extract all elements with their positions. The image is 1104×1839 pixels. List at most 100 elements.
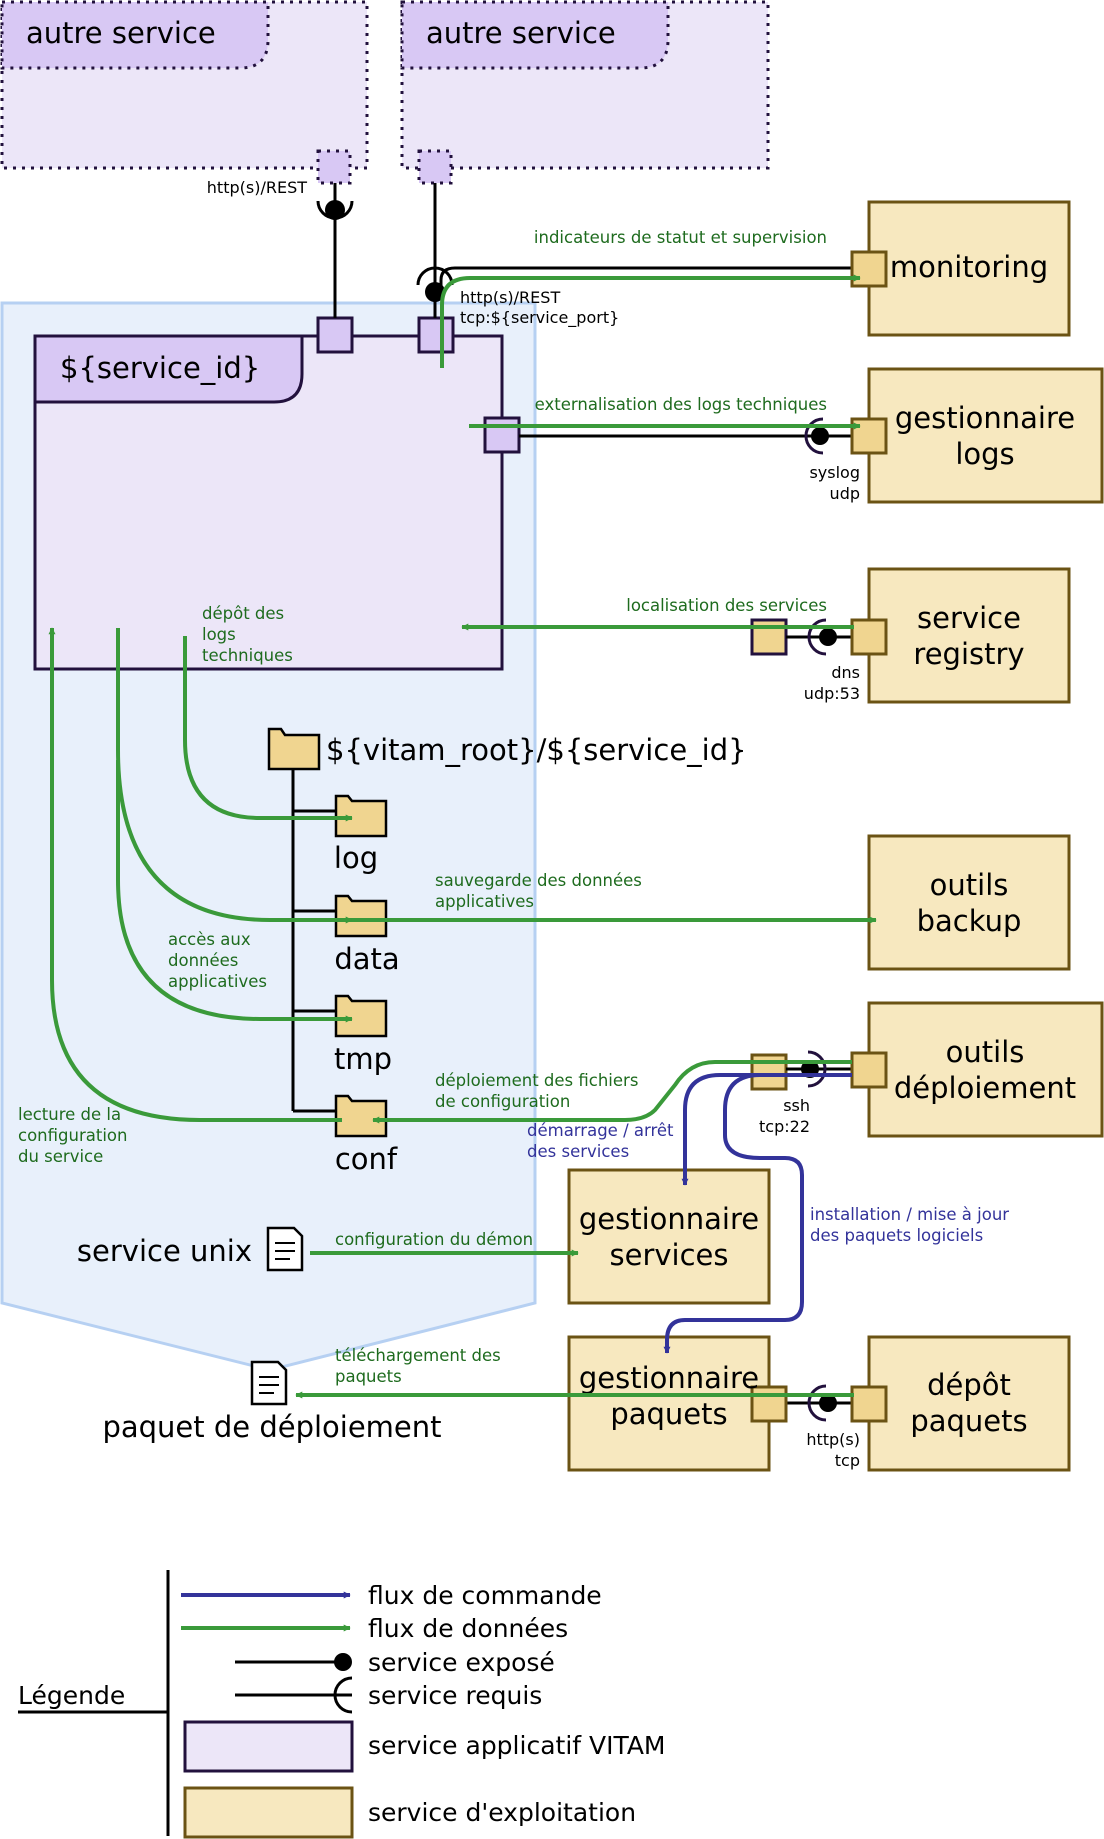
port-label-dns-2: udp:53: [804, 684, 860, 703]
ops-packages-manager: gestionnaire paquets: [567, 1335, 788, 1472]
port-label-syslog-2: udp: [830, 484, 860, 503]
port-label-rest-right-2: tcp:${service_port}: [460, 308, 619, 328]
port-label-ssh-2: tcp:22: [759, 1117, 810, 1136]
flow-label-config-read-3: du service: [18, 1147, 103, 1166]
ops-deploy-label-2: déploiement: [894, 1071, 1076, 1105]
port-label-syslog-1: syslog: [809, 463, 860, 482]
flow-label-logs: externalisation des logs techniques: [535, 395, 827, 414]
port-label-rest-right-1: http(s)/REST: [460, 288, 560, 307]
folder-data-label: data: [334, 942, 399, 976]
folder-log-label: log: [334, 841, 378, 875]
flow-label-package-download-1: téléchargement des: [335, 1346, 501, 1365]
folder-conf-label: conf: [335, 1142, 398, 1176]
legend: Légende flux de commande flux de données…: [18, 1570, 666, 1839]
flow-label-data-access-1: accès aux: [168, 930, 251, 949]
port-label-dns-1: dns: [831, 663, 860, 682]
ops-repo-label-1: dépôt: [927, 1368, 1011, 1402]
legend-item-ops: service d'exploitation: [368, 1798, 636, 1827]
legend-item-data: flux de données: [368, 1614, 568, 1643]
flow-label-monitoring: indicateurs de statut et supervision: [534, 228, 827, 247]
ops-logs: gestionnaire logs: [850, 367, 1104, 504]
flow-label-data-access-2: données: [168, 951, 238, 970]
ops-monitoring: monitoring: [850, 200, 1071, 337]
unix-service-label: service unix: [77, 1234, 252, 1268]
ops-backup-label-1: outils: [930, 868, 1009, 902]
log-folder-icon: [334, 794, 388, 838]
rest-left-connection: http(s)/REST: [207, 178, 354, 318]
other-service-left-label: autre service: [26, 16, 216, 50]
flow-label-config-read-1: lecture de la: [18, 1105, 121, 1124]
ops-deploy-label-1: outils: [946, 1035, 1025, 1069]
ops-backup: outils backup: [867, 834, 1071, 971]
port-label-ssh-1: ssh: [783, 1096, 810, 1115]
flow-start-stop: [681, 1073, 852, 1186]
ops-registry-label-2: registry: [913, 637, 1024, 671]
ops-registry: service registry: [850, 567, 1071, 704]
flow-label-start-stop-1: démarrage / arrêt: [527, 1121, 674, 1140]
unix-service-file-icon: [266, 1226, 304, 1272]
flow-config-deploy: [372, 1060, 852, 1124]
port-rest-right: [417, 316, 455, 354]
flow-install: [663, 1073, 852, 1354]
package-file-icon: [250, 1360, 288, 1406]
conf-folder-icon: [334, 1094, 388, 1138]
legend-required-socket-icon: [333, 1676, 353, 1714]
flow-label-backup-1: sauvegarde des données: [435, 871, 642, 890]
flow-label-registry: localisation des services: [626, 596, 827, 615]
folder-tmp-label: tmp: [334, 1042, 392, 1076]
legend-item-exposed: service exposé: [368, 1648, 555, 1677]
ops-backup-label-2: backup: [917, 904, 1022, 938]
flow-label-config-read-2: configuration: [18, 1126, 127, 1145]
other-service-right-label: autre service: [426, 16, 616, 50]
flow-config-read: [48, 627, 342, 1122]
ops-logs-label-2: logs: [955, 437, 1014, 471]
port-label-http-1: http(s): [806, 1430, 860, 1449]
legend-vitam-swatch: [183, 1720, 354, 1773]
root-folder-icon: [267, 727, 321, 771]
flow-label-start-stop-2: des services: [527, 1142, 629, 1161]
legend-item-command: flux de commande: [368, 1581, 602, 1610]
ops-registry-label-1: service: [917, 601, 1021, 635]
legend-ops-swatch: [183, 1786, 354, 1839]
flow-tmp-access: [116, 760, 353, 1023]
flow-label-install-2: des paquets logiciels: [810, 1226, 983, 1245]
ops-packages-label-1: gestionnaire: [579, 1361, 759, 1395]
flow-label-config-deploy-1: déploiement des fichiers: [435, 1071, 638, 1090]
rest-right-connection: http(s)/REST tcp:${service_port}: [416, 183, 869, 328]
ops-packages-label-2: paquets: [610, 1397, 727, 1431]
exposed-ball-icon: [325, 200, 345, 220]
port-label-http-2: tcp: [835, 1451, 860, 1470]
port-label-rest-left: http(s)/REST: [207, 178, 307, 197]
ops-services-label-2: services: [610, 1238, 729, 1272]
ops-services-manager: gestionnaire services: [567, 1168, 771, 1305]
ops-packages-repo: dépôt paquets: [850, 1335, 1071, 1472]
ops-services-label-1: gestionnaire: [579, 1202, 759, 1236]
tmp-folder-icon: [334, 994, 388, 1038]
port-rest-left: [316, 316, 354, 354]
flow-label-package-download-2: paquets: [335, 1367, 402, 1386]
ops-logs-label-1: gestionnaire: [895, 401, 1075, 435]
legend-exposed-ball-icon: [334, 1653, 352, 1671]
filesystem-root-label: ${vitam_root}/${service_id}: [326, 733, 747, 767]
syslog-connection: syslog udp: [519, 417, 869, 503]
flow-monitoring: [440, 274, 861, 368]
ops-repo-label-2: paquets: [910, 1404, 1027, 1438]
filesystem-tree: ${vitam_root}/${service_id} log data tmp…: [267, 727, 747, 1176]
other-service-right: autre service: [400, 0, 770, 185]
main-service-label: ${service_id}: [60, 351, 260, 385]
flow-log-deposit: [183, 636, 353, 822]
package-label: paquet de déploiement: [102, 1410, 441, 1444]
flow-label-daemon-config: configuration du démon: [335, 1230, 533, 1249]
flow-label-data-access-3: applicatives: [168, 972, 267, 991]
flow-label-log-deposit-1: dépôt des: [202, 604, 284, 623]
other-service-left: autre service: [0, 0, 369, 185]
flow-label-log-deposit-2: logs: [202, 625, 236, 644]
legend-item-vitam: service applicatif VITAM: [368, 1731, 666, 1760]
ops-monitoring-label: monitoring: [890, 250, 1048, 284]
flow-label-backup-2: applicatives: [435, 892, 534, 911]
flow-label-config-deploy-2: de configuration: [435, 1092, 570, 1111]
legend-title: Légende: [18, 1681, 125, 1710]
flow-label-log-deposit-3: techniques: [202, 646, 293, 665]
monitoring-link: [439, 266, 869, 287]
